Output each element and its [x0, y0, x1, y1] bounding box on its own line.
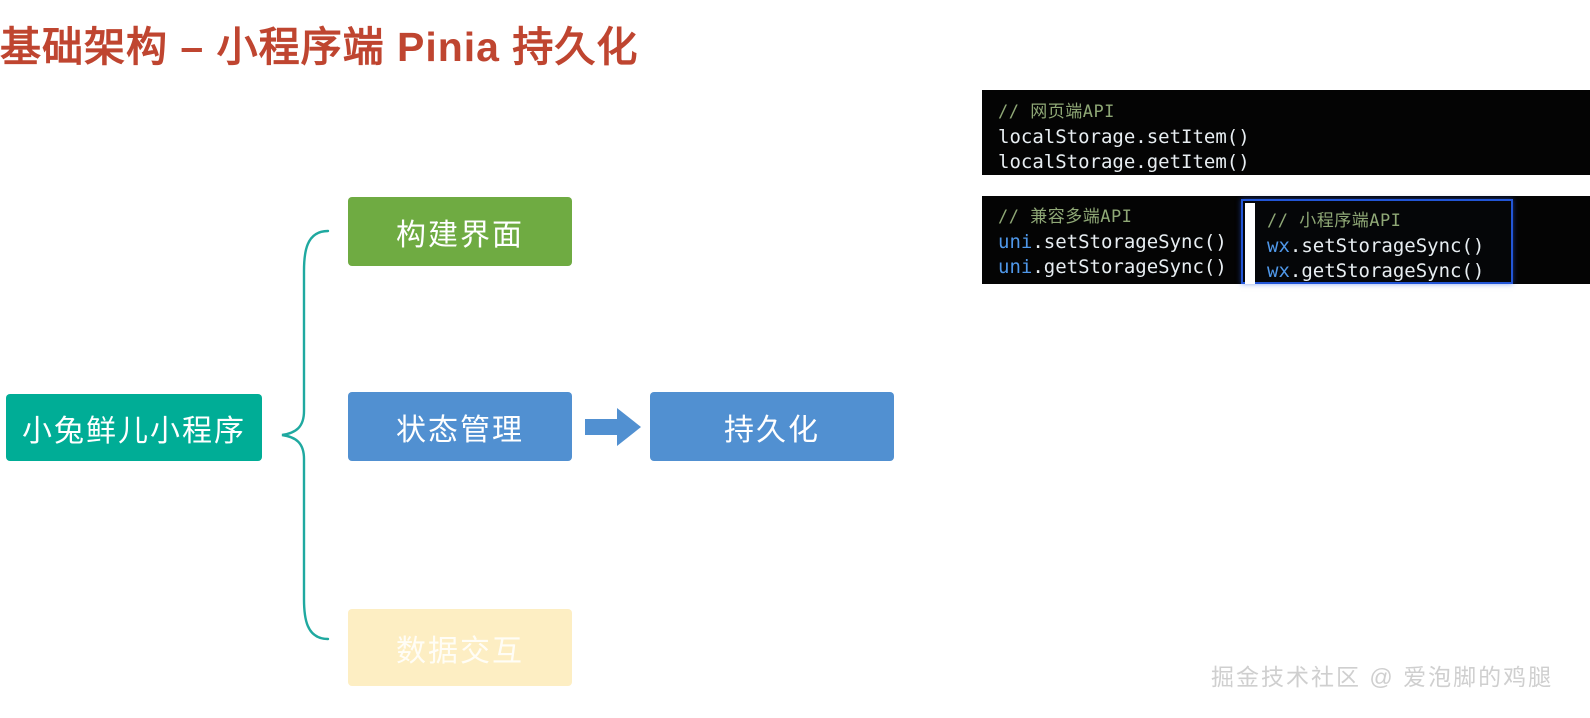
curly-brace-icon [281, 229, 330, 641]
code-line: uni.setStorageSync() [998, 231, 1227, 253]
code-comment-wx-api: // 小程序端API [1267, 211, 1402, 231]
node-build-ui: 构建界面 [348, 197, 572, 266]
code-line: localStorage.setItem() [998, 126, 1250, 148]
code-block-uni-api: // 兼容多端API uni.setStorageSync() uni.getS… [998, 205, 1227, 280]
node-build-ui-label: 构建界面 [396, 218, 524, 252]
code-comment-uni-api: // 兼容多端API [998, 207, 1133, 227]
node-data-interaction: 数据交互 [348, 609, 572, 686]
code-line: localStorage.getItem() [998, 151, 1250, 173]
code-block-web-api: // 网页端API localStorage.setItem() localSt… [982, 90, 1590, 175]
code-line: uni.getStorageSync() [998, 256, 1227, 278]
code-line: wx.setStorageSync() [1267, 235, 1485, 257]
watermark: 掘金技术社区 @ 爱泡脚的鸡腿 [1211, 664, 1554, 690]
node-root-app: 小兔鲜儿小程序 [6, 394, 262, 461]
code-comment-web-api: // 网页端API [998, 102, 1115, 122]
node-state-management-label: 状态管理 [396, 413, 524, 447]
code-block-wx-api: // 小程序端API wx.setStorageSync() wx.getSto… [1267, 209, 1484, 284]
node-state-management: 状态管理 [348, 392, 572, 461]
right-arrow-icon [585, 408, 641, 446]
code-line: wx.getStorageSync() [1267, 260, 1485, 282]
page-title: 基础架构 – 小程序端 Pinia 持久化 [0, 24, 639, 70]
node-data-interaction-label: 数据交互 [396, 634, 524, 668]
node-persistence-label: 持久化 [724, 413, 820, 447]
code-block-wx-api-highlighted: // 小程序端API wx.setStorageSync() wx.getSto… [1241, 199, 1513, 284]
cursor-bar [1245, 203, 1255, 284]
node-root-app-label: 小兔鲜儿小程序 [22, 414, 246, 448]
node-persistence: 持久化 [650, 392, 894, 461]
